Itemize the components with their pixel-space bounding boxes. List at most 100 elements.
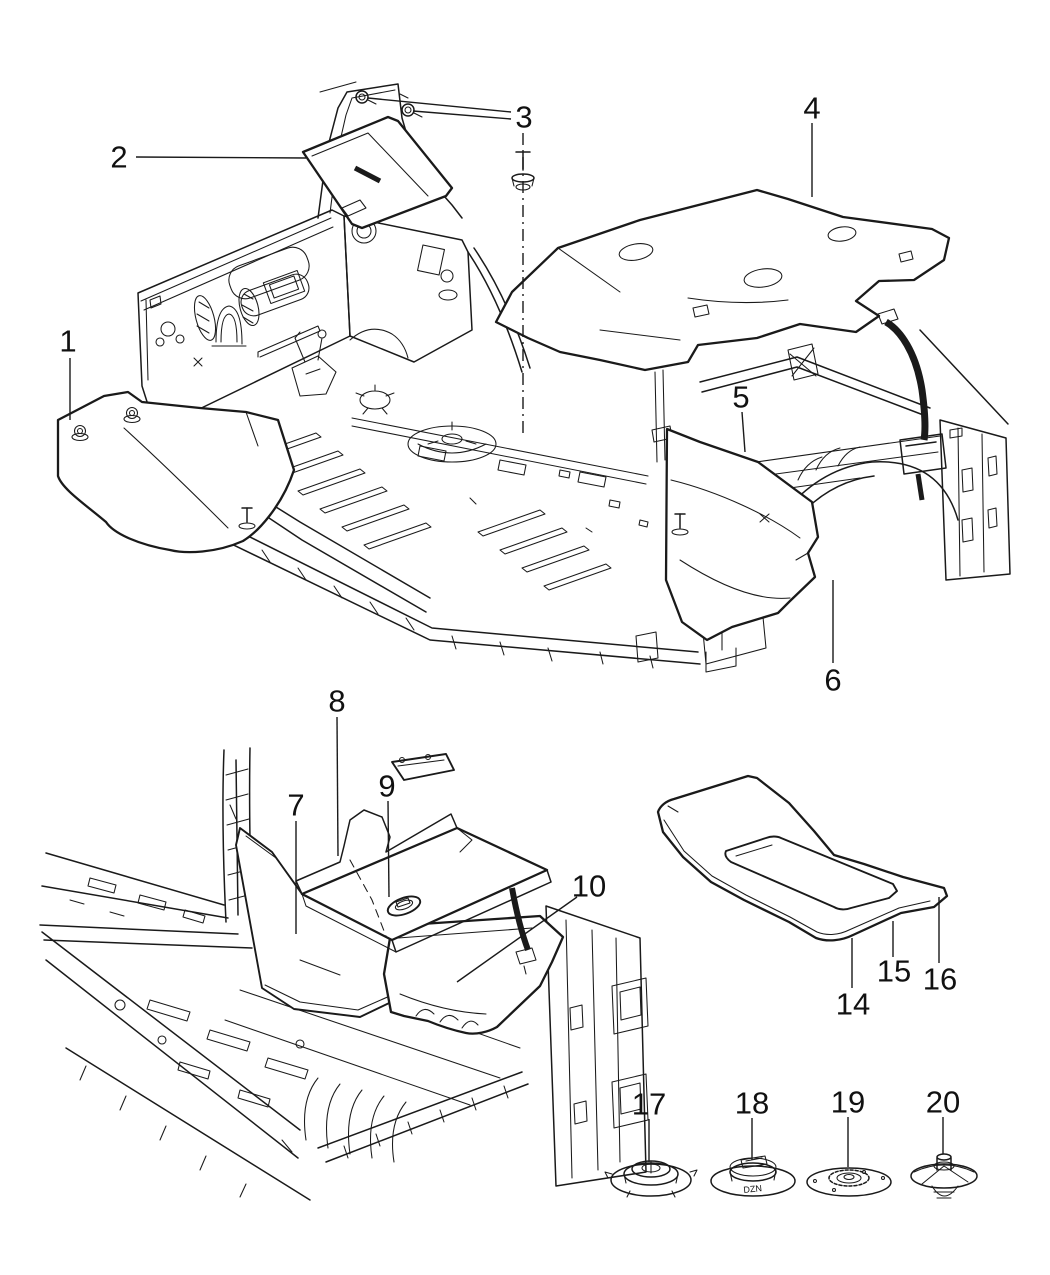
rear-rail-bracket (787, 343, 819, 381)
speaker-oval-left (193, 295, 217, 341)
fastener-callouts: 17 18 19 20 (632, 1085, 960, 1167)
lower-diagram: 7 8 9 10 (39, 684, 649, 1201)
callout-16: 16 (923, 962, 957, 997)
part-4-rear-carpet (494, 188, 951, 372)
wheelhouse-finger-ribs (303, 1077, 407, 1163)
corner-bracket-inner (397, 759, 445, 767)
part-8-front-flange (391, 869, 552, 953)
leader-3b (412, 110, 512, 120)
hvac-duct-lower (240, 273, 310, 317)
seat-belt-lower (509, 887, 537, 975)
mat-rim-line (663, 819, 931, 935)
firewall-vent-rect (417, 244, 445, 276)
floor-ribs-rear (477, 509, 612, 591)
upper-diagram: 1 2 3 4 5 6 (56, 81, 1011, 698)
floor-small-holes (114, 999, 305, 1049)
leader-5 (741, 411, 746, 453)
part-4-outline (494, 188, 951, 372)
floor-edge-lines (41, 931, 311, 1201)
rail-slots (69, 877, 206, 924)
rear-sill-lower (317, 1071, 529, 1163)
part-10-folds (397, 927, 533, 1015)
wheelhouse-ribs (797, 446, 861, 481)
spare-hump-detail (417, 421, 487, 454)
floor-round-plate (355, 384, 395, 415)
tailgate-latch-rects (569, 1004, 588, 1125)
corner-bracket-pin-1 (398, 756, 406, 764)
x-mark-floor (193, 357, 203, 367)
part-2-fold-line (311, 132, 429, 197)
shifter-cluster (291, 329, 337, 397)
dash-side-wall (137, 209, 351, 431)
callout-17: 17 (632, 1087, 666, 1122)
leader-9 (387, 800, 390, 898)
front-sill (185, 511, 701, 665)
part-2-edge-band (353, 165, 382, 184)
part-9-cup-latch (386, 895, 422, 917)
callout-6: 6 (824, 663, 841, 698)
callout-18: 18 (735, 1086, 769, 1121)
push-pin-sill (238, 507, 256, 530)
fasteners-row: DZN 17 18 19 20 (604, 1085, 978, 1199)
rear-cross-rail (699, 356, 931, 417)
callout-8: 8 (328, 684, 345, 719)
callout-2: 2 (110, 140, 127, 175)
tailgate-frame (545, 905, 647, 1187)
callout-1: 1 (59, 324, 76, 359)
left-rails (39, 852, 253, 949)
part-8-fold-dashed (349, 859, 387, 937)
crossmember-bars (351, 417, 649, 485)
part-4-fold-lines (557, 247, 789, 341)
mat-callouts: 14 15 16 (836, 897, 957, 1022)
speaker-oval-right (238, 287, 260, 327)
floor-slot-ribs (146, 999, 309, 1108)
grommet-3b (401, 103, 423, 118)
part-4-hole-3 (827, 226, 857, 242)
floor-small-marks (469, 469, 649, 533)
part-10-scallops (415, 1008, 479, 1029)
seat-belt-anchor-top (877, 308, 899, 325)
fastener-18-retainer: DZN (710, 1155, 796, 1197)
callout-10: 10 (572, 869, 606, 904)
part-5-contours (670, 479, 809, 599)
trans-tunnel (349, 328, 409, 359)
belt-retractor (899, 433, 947, 475)
upper-body-structure (137, 81, 1011, 673)
lower-callouts: 7 8 9 10 (287, 684, 606, 983)
part-2-cowl-trim (301, 115, 454, 230)
part-1-pin-right (123, 406, 141, 424)
part-4-hole-1 (618, 243, 654, 261)
tailgate-inner-lines (565, 919, 621, 1179)
leader-3a (367, 97, 512, 113)
part-1-contour (123, 411, 259, 529)
rear-sill-bracket (635, 585, 767, 673)
crossmember-brackets (417, 445, 607, 488)
part-1-outline (56, 390, 296, 554)
fastener-17-grommet (604, 1160, 698, 1198)
part-4-hole-2 (743, 268, 783, 288)
callout-7: 7 (287, 788, 304, 823)
seat-belt-upper (877, 308, 947, 501)
leader-8 (336, 716, 339, 857)
sill-hatch-ticks (225, 531, 654, 669)
corner-bracket-pin-2 (424, 753, 432, 761)
fastener-20-push-pin (910, 1153, 978, 1199)
part-5-wheelhouse-cover (664, 427, 820, 642)
part-2-tab (341, 199, 367, 217)
dash-bezel-outer (262, 269, 306, 305)
callout-9: 9 (378, 769, 395, 804)
mat-part: 14 15 16 (656, 774, 957, 1022)
corner-bracket-part (391, 753, 455, 781)
lower-body-structure (39, 747, 649, 1201)
belt-tail (915, 473, 925, 501)
speaker-hatch (196, 293, 254, 334)
mat-inner-tray (724, 835, 898, 911)
part-5-outline (664, 427, 820, 642)
firewall-right-panel (343, 215, 473, 363)
callout-20: 20 (926, 1085, 960, 1120)
grommet-3a (355, 90, 377, 105)
leader-2 (135, 156, 307, 159)
leader-10 (456, 896, 578, 983)
